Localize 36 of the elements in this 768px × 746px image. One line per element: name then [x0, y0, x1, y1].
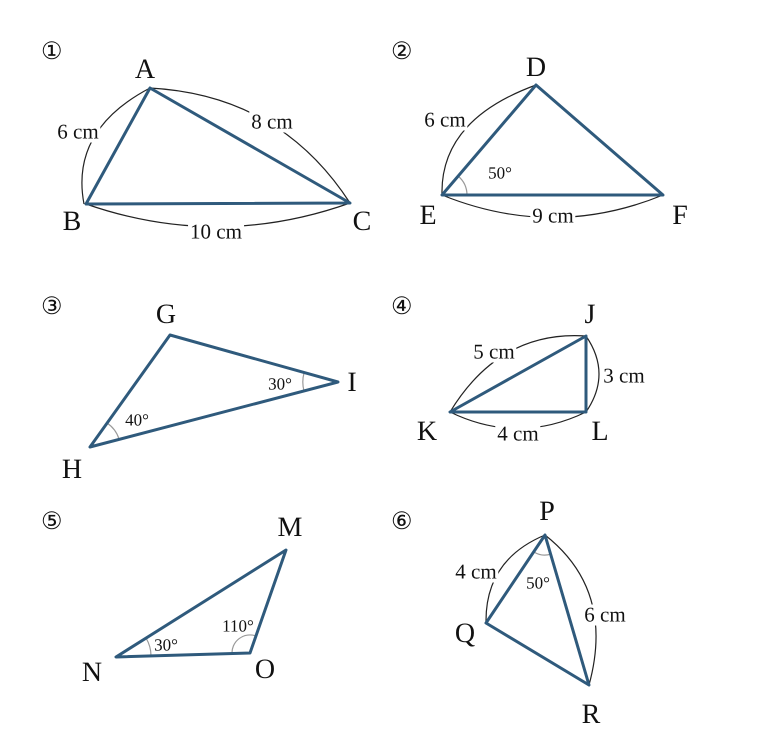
angle-label: 50° [488, 164, 512, 182]
vertex-label: A [134, 56, 156, 84]
vertex-label: G [156, 301, 176, 329]
length-label: 4 cm [453, 562, 499, 582]
angle-label: 40° [125, 412, 149, 428]
figure-number: ⑤ [41, 510, 63, 534]
vertex-label: N [82, 659, 102, 687]
angle-label: 30° [268, 376, 292, 392]
vertex-label: C [352, 208, 372, 236]
length-label: 6 cm [55, 122, 101, 142]
figure-number: ② [391, 40, 413, 64]
vertex-label: P [539, 498, 555, 526]
angle-label: 50° [526, 574, 550, 592]
vertex-label: D [526, 54, 546, 82]
vertex-label: L [591, 418, 609, 446]
angle-label: 110° [222, 618, 254, 634]
figure-number: ③ [41, 295, 63, 319]
length-label: 5 cm [471, 342, 517, 362]
vertex-label: H [62, 456, 82, 484]
length-label: 8 cm [249, 112, 295, 132]
vertex-label: F [672, 202, 688, 230]
length-label: 6 cm [422, 110, 468, 130]
vertex-label: K [416, 418, 438, 446]
vertex-label: Q [454, 620, 476, 648]
vertex-label: I [347, 369, 357, 397]
vertex-label: R [582, 701, 600, 729]
vertex-label: M [278, 514, 302, 542]
figure-number: ⑥ [391, 510, 413, 534]
vertex-label: B [62, 208, 82, 236]
angle-label: 30° [154, 636, 178, 654]
vertex-label: E [419, 202, 437, 230]
length-label: 6 cm [582, 604, 628, 626]
vertex-label: J [584, 301, 596, 329]
vertex-label: O [254, 656, 276, 684]
figure-number: ④ [391, 295, 413, 319]
figure-number: ① [41, 40, 63, 64]
